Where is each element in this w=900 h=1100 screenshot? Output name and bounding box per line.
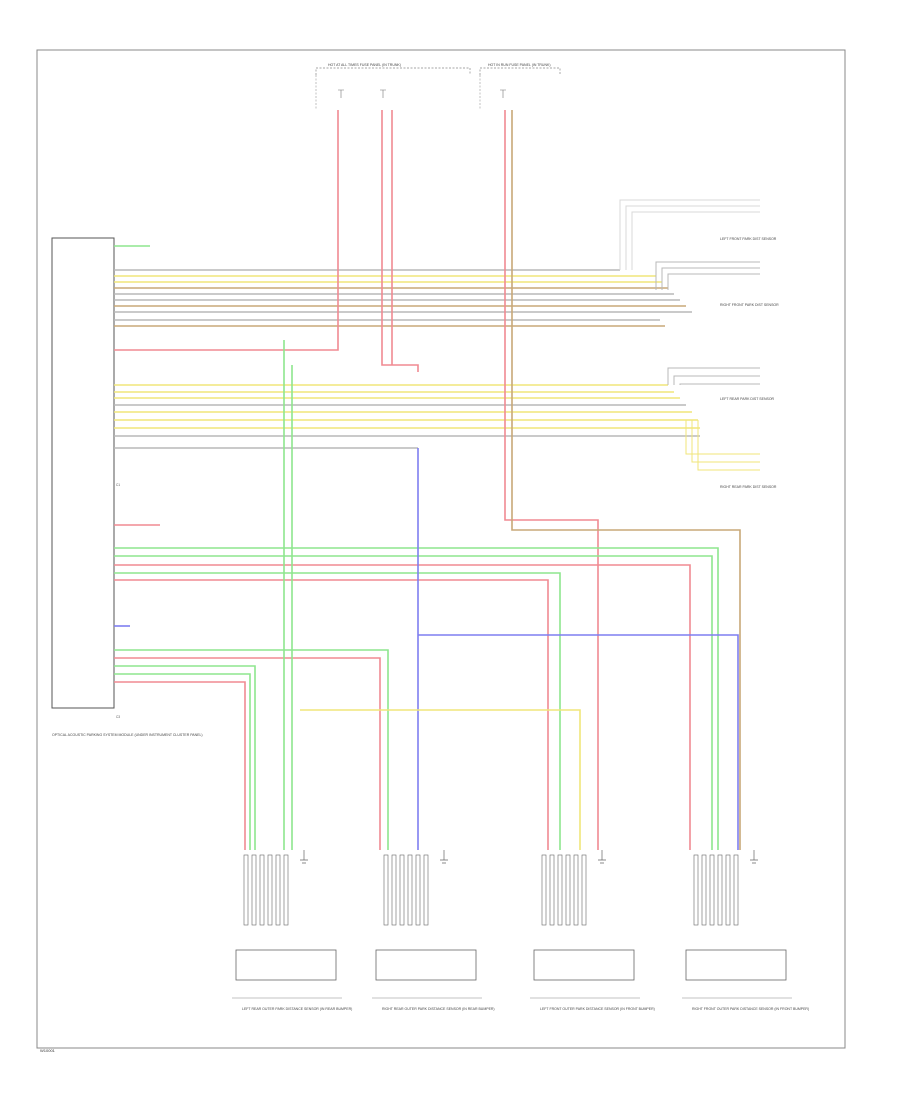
connector-pin	[693, 854, 699, 926]
sensor-wire-green	[114, 665, 256, 850]
svg-text:LEFT FRONT PARK DIST SENSOR: LEFT FRONT PARK DIST SENSOR	[720, 237, 777, 241]
svg-text:RIGHT REAR PARK DIST SENSOR: RIGHT REAR PARK DIST SENSOR	[720, 485, 777, 489]
sensor-wire-green	[114, 673, 251, 850]
svg-text:HOT AT ALL TIMES FUSE PANEL (I: HOT AT ALL TIMES FUSE PANEL (IN TRUNK)	[328, 63, 401, 67]
right-vertical-wire	[619, 199, 760, 270]
sensor-unit: RIGHT REAR OUTER PARK DISTANCE SENSOR (I…	[372, 850, 495, 1011]
right-vertical-wire	[625, 205, 760, 270]
connector-pin	[565, 854, 571, 926]
right-vertical-wire	[667, 367, 760, 385]
sensor-units: LEFT REAR OUTER PARK DISTANCE SENSOR (IN…	[232, 850, 809, 1011]
sensor-wire-red	[114, 579, 549, 850]
connector-pin	[717, 854, 723, 926]
connector-pin	[407, 854, 413, 926]
sensor-wire-green	[114, 572, 561, 850]
connector-pin	[581, 854, 587, 926]
right-vertical-wire	[685, 420, 760, 455]
svg-text:RIGHT FRONT PARK DIST SENSOR: RIGHT FRONT PARK DIST SENSOR	[720, 303, 779, 307]
ground-icon	[440, 850, 448, 864]
sensor-wire-blue	[418, 634, 739, 850]
sensor-wire-green	[114, 547, 719, 850]
connector-pin	[251, 854, 257, 926]
sensor-wire-red	[114, 657, 381, 850]
sensor-unit: LEFT REAR OUTER PARK DISTANCE SENSOR (IN…	[232, 850, 352, 1011]
right-vertical-wire	[661, 267, 760, 290]
right-vertical-wire	[655, 261, 760, 290]
sensor-wire-green	[114, 555, 713, 850]
module-pin-c3: C3	[116, 715, 120, 719]
sensor-body	[375, 949, 477, 981]
connector-pin	[725, 854, 731, 926]
module-pin-c1: C1	[116, 483, 120, 487]
fuse-markers	[338, 89, 506, 98]
connector-pin	[415, 854, 421, 926]
right-vertical-wire	[673, 375, 760, 385]
right-component-labels: LEFT FRONT PARK DIST SENSOR RIGHT FRONT …	[720, 237, 779, 489]
right-vertical-wire	[697, 420, 760, 471]
fuse-panel-right: HOT IN RUN FUSE PANEL (IN TRUNK)	[479, 63, 561, 110]
sensor-unit: RIGHT FRONT OUTER PARK DISTANCE SENSOR (…	[682, 850, 809, 1011]
sensor-wire-red	[114, 681, 246, 850]
ground-icon	[300, 850, 308, 864]
module-label: OPTICAL ACOUSTIC PARKING SYSTEM MODULE (…	[52, 733, 203, 737]
connector-pin	[267, 854, 273, 926]
ground-icon	[750, 850, 758, 864]
right-vertical-wire	[691, 420, 760, 463]
power-feed-brown	[511, 110, 741, 850]
svg-text:LEFT REAR PARK DIST SENSOR: LEFT REAR PARK DIST SENSOR	[720, 397, 775, 401]
connector-pin	[733, 854, 739, 926]
connector-pin	[701, 854, 707, 926]
sensor-body	[235, 949, 337, 981]
connector-pin	[259, 854, 265, 926]
right-vertical-wire	[679, 383, 760, 385]
unit-caption: RIGHT FRONT OUTER PARK DISTANCE SENSOR (…	[692, 1007, 809, 1011]
sensor-body	[533, 949, 635, 981]
connector-pin	[275, 854, 281, 926]
connector-pin	[423, 854, 429, 926]
connector-pin	[549, 854, 555, 926]
connector-pin	[283, 854, 289, 926]
connector-pin	[541, 854, 547, 926]
module: OPTICAL ACOUSTIC PARKING SYSTEM MODULE (…	[51, 237, 203, 737]
unit-caption: RIGHT REAR OUTER PARK DISTANCE SENSOR (I…	[382, 1007, 495, 1011]
connector-pin	[557, 854, 563, 926]
diagram-code: W10001	[40, 1048, 56, 1053]
connector-pin	[399, 854, 405, 926]
sensor-wire-yellow	[300, 709, 581, 850]
connector-pin	[243, 854, 249, 926]
power-feed-red	[381, 110, 419, 372]
connector-pin	[391, 854, 397, 926]
unit-caption: LEFT REAR OUTER PARK DISTANCE SENSOR (IN…	[242, 1007, 352, 1011]
connector-pin	[573, 854, 579, 926]
power-feed-red	[504, 110, 599, 850]
right-vertical-wire	[667, 273, 760, 290]
connector-pin	[709, 854, 715, 926]
sensor-wire-red	[114, 564, 691, 850]
right-vertical-wire	[631, 211, 760, 270]
ground-icon	[598, 850, 606, 864]
wires	[114, 110, 760, 850]
svg-text:HOT IN RUN FUSE PANEL (IN TRUN: HOT IN RUN FUSE PANEL (IN TRUNK)	[488, 63, 551, 67]
diagram-frame	[36, 49, 846, 1049]
connector-pin	[383, 854, 389, 926]
sensor-body	[685, 949, 787, 981]
unit-caption: LEFT FRONT OUTER PARK DISTANCE SENSOR (I…	[540, 1007, 655, 1011]
fuse-panel-left: HOT AT ALL TIMES FUSE PANEL (IN TRUNK)	[315, 63, 471, 110]
sensor-wire-green	[114, 649, 389, 850]
power-feed-red	[114, 110, 339, 351]
sensor-unit: LEFT FRONT OUTER PARK DISTANCE SENSOR (I…	[530, 850, 655, 1011]
